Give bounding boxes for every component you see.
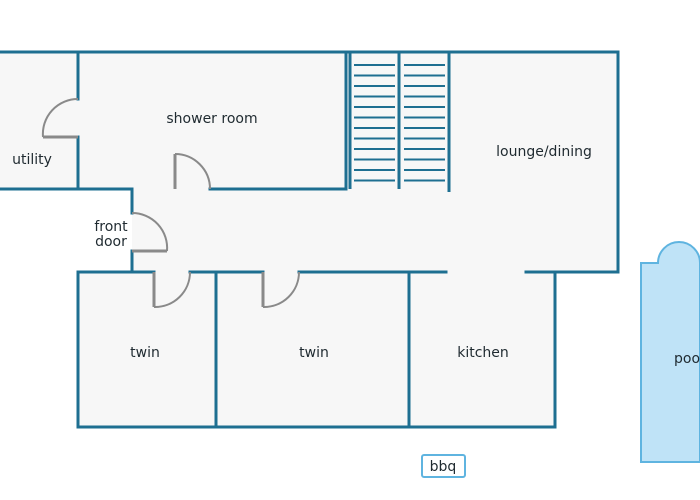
utility-label: utility — [12, 152, 52, 168]
twin-middle-floor — [216, 272, 409, 427]
twin-left-floor — [78, 272, 216, 427]
kitchen-floor — [409, 272, 555, 427]
twin-middle-label: twin — [299, 345, 329, 361]
floor-areas — [0, 52, 618, 427]
utility-floor — [0, 52, 78, 189]
twin-left-door — [152, 271, 191, 309]
kitchen-label: kitchen — [457, 345, 509, 361]
staircase — [348, 52, 451, 192]
twin-middle-door — [261, 271, 300, 309]
lounge-dining-label: lounge/dining — [496, 144, 592, 160]
front-door-label-line2: door — [95, 234, 127, 250]
shower-room-label: shower room — [166, 111, 257, 127]
doors — [41, 97, 300, 309]
walls — [0, 50, 620, 429]
utility-door — [41, 97, 79, 139]
shower-room-floor — [78, 52, 346, 189]
stair-treads — [354, 64, 445, 182]
pool-label: pool — [674, 351, 700, 367]
front-door — [131, 211, 169, 253]
shower-room-door — [173, 153, 211, 190]
bbq-label: bbq — [430, 459, 457, 475]
twin-left-label: twin — [130, 345, 160, 361]
hallway-floor — [132, 189, 450, 272]
lounge-floor — [450, 52, 618, 272]
front-door-label-line1: front — [94, 219, 128, 235]
bbq-box — [421, 454, 466, 478]
